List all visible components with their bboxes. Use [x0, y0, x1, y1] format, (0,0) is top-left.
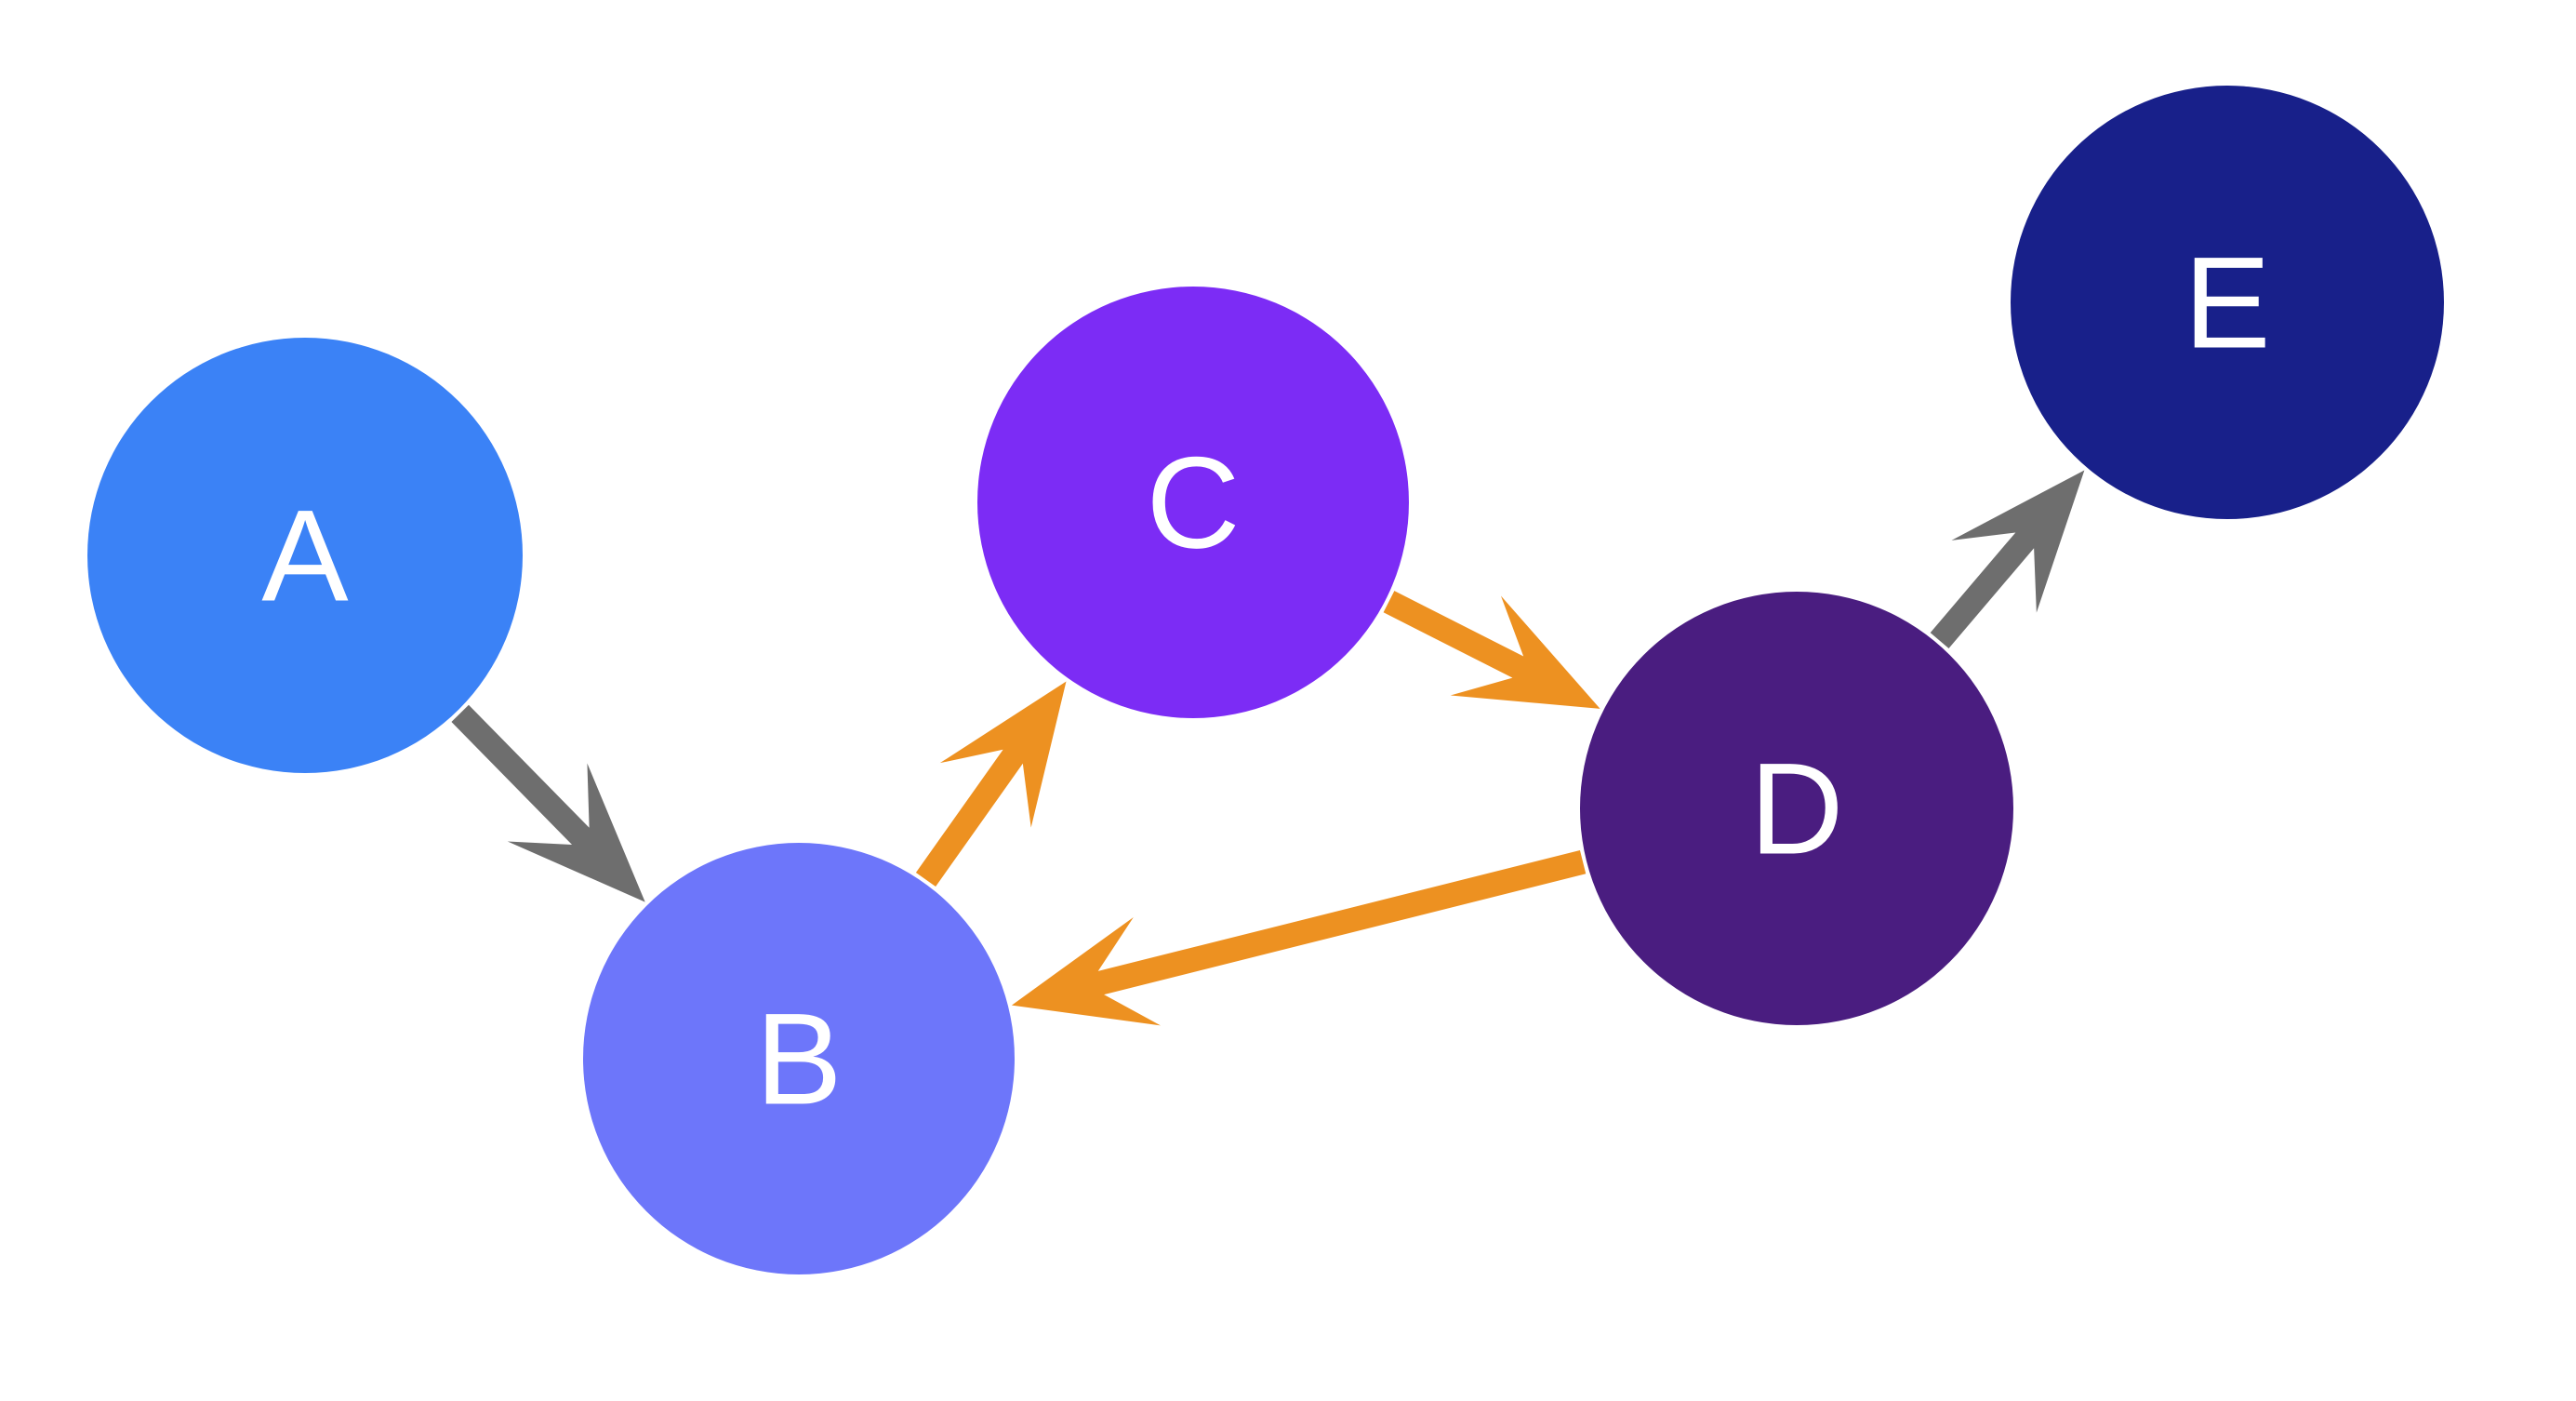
edge-d-to-e[interactable]: [1930, 470, 2085, 648]
edge-d-to-b[interactable]: [1011, 850, 1587, 1026]
node-a[interactable]: A: [87, 338, 523, 773]
node-c-circle[interactable]: [977, 287, 1409, 718]
edge-c-to-d[interactable]: [1383, 591, 1600, 709]
nodes-layer: A B C D E: [87, 86, 2444, 1274]
node-e[interactable]: E: [2011, 86, 2444, 519]
node-a-circle[interactable]: [87, 338, 523, 773]
node-e-circle[interactable]: [2011, 86, 2444, 519]
node-b-label: B: [755, 986, 842, 1132]
edge-a-to-b[interactable]: [451, 704, 645, 902]
node-d[interactable]: D: [1580, 592, 2013, 1025]
node-c[interactable]: C: [977, 287, 1409, 718]
edge-b-to-c[interactable]: [915, 681, 1067, 887]
node-b[interactable]: B: [583, 843, 1015, 1274]
node-e-label: E: [2184, 230, 2270, 376]
node-d-circle[interactable]: [1580, 592, 2013, 1025]
node-b-circle[interactable]: [583, 843, 1015, 1274]
node-d-label: D: [1749, 736, 1843, 882]
node-c-label: C: [1146, 430, 1240, 576]
node-a-label: A: [261, 483, 349, 629]
edges-layer: [451, 470, 2085, 1026]
